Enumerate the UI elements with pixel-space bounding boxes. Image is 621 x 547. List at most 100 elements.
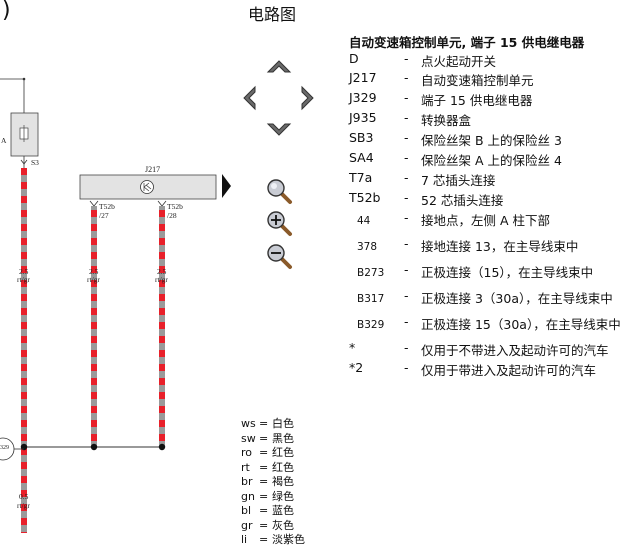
- color-code-item: br=褐色: [241, 473, 294, 489]
- connector-pin-28: [157, 200, 167, 207]
- connector-pin-27: [89, 200, 99, 207]
- zoom-in-icon[interactable]: [265, 209, 293, 237]
- legend-dash: -: [404, 70, 409, 85]
- color-equals: =: [259, 431, 269, 445]
- wiring-diagram: [0, 77, 217, 533]
- wire-color-label: rt/gr: [17, 275, 30, 284]
- color-equals: =: [259, 489, 269, 503]
- color-code-item: ws=白色: [241, 415, 294, 431]
- legend-description: 仅用于不带进入及起动许可的汽车: [421, 343, 609, 358]
- color-abbr: sw: [241, 431, 256, 445]
- legend-dash: -: [404, 150, 409, 165]
- legend-dash: -: [404, 90, 409, 105]
- clipped-symbol: ): [2, 0, 11, 23]
- wire-size-label: 2.5: [157, 267, 167, 276]
- pan-left-icon[interactable]: [240, 85, 258, 111]
- color-abbr: ro: [241, 446, 253, 459]
- wire-pin-28: [159, 206, 165, 446]
- legend-dash: -: [404, 340, 409, 355]
- legend-code: D: [349, 51, 359, 66]
- legend-description: 正极连接（15），在主导线束中: [421, 265, 594, 280]
- legend-code: T52b: [349, 190, 381, 205]
- legend-code: B273: [357, 267, 385, 279]
- color-name: 褐色: [272, 475, 294, 488]
- color-equals: =: [259, 460, 269, 474]
- color-code-item: rt =红色: [241, 459, 294, 475]
- legend-code: 378: [357, 241, 378, 253]
- color-abbr: rt: [241, 460, 250, 474]
- legend-description: 点火起动开关: [421, 54, 497, 69]
- legend-description: 端子 15 供电继电器: [421, 93, 533, 108]
- legend-code: J217: [349, 70, 377, 85]
- color-equals: =: [259, 417, 269, 430]
- legend-description: 7 芯插头连接: [421, 173, 496, 188]
- color-code-item: gr=灰色: [241, 517, 294, 533]
- legend-dash: -: [404, 314, 409, 329]
- wire-left: [21, 168, 27, 533]
- connector-right-pin: /28: [167, 211, 177, 220]
- color-abbr: li: [241, 533, 248, 546]
- legend-description: 转换器盒: [421, 113, 472, 128]
- color-name: 红色: [272, 446, 294, 459]
- legend-description: 正极连接 3（30a），在主导线束中: [421, 291, 613, 306]
- junction-dot: [22, 77, 26, 81]
- color-name: 淡紫色: [272, 533, 305, 546]
- fuse-side-label: A: [1, 136, 7, 145]
- legend-dash: -: [404, 130, 409, 145]
- wire-color-label: rt/gr: [155, 275, 168, 284]
- legend-dash: -: [404, 288, 409, 303]
- color-abbr: bl: [241, 504, 252, 517]
- color-equals: =: [259, 518, 269, 532]
- zoom-icon[interactable]: [265, 177, 293, 205]
- legend-dash: -: [404, 190, 409, 205]
- legend-description: 保险丝架 B 上的保险丝 3: [421, 133, 562, 148]
- bottom-wire-size-label: 0.5: [19, 492, 29, 501]
- color-name: 蓝色: [272, 504, 294, 517]
- next-page-arrow-icon[interactable]: [220, 173, 232, 199]
- color-name: 灰色: [272, 518, 294, 532]
- junction-dot: [90, 443, 98, 451]
- legend-description: 仅用于带进入及起动许可的汽车: [421, 363, 597, 378]
- pan-down-icon[interactable]: [266, 121, 292, 139]
- legend-dash: -: [404, 110, 409, 125]
- legend-heading: 自动变速箱控制单元, 端子 15 供电继电器: [349, 35, 585, 50]
- wire-size-label: 2.5: [89, 267, 99, 276]
- connector-left-pin: /27: [99, 211, 109, 220]
- legend-code: SA4: [349, 150, 374, 165]
- color-name: 红色: [272, 460, 294, 474]
- junction-dot: [158, 443, 166, 451]
- wire-pin-27: [91, 206, 97, 446]
- legend-code: J329: [349, 90, 377, 105]
- legend-description: 自动变速箱控制单元: [421, 73, 534, 88]
- color-name: 绿色: [272, 489, 294, 503]
- legend-description: 保险丝架 A 上的保险丝 4: [421, 153, 562, 168]
- page-title: 电路图: [248, 5, 297, 24]
- connection-circle-label: 329: [0, 445, 9, 451]
- pan-right-icon[interactable]: [299, 85, 317, 111]
- color-code-item: li=淡紫色: [241, 531, 305, 547]
- color-equals: =: [259, 504, 269, 517]
- legend-description: 接地连接 13，在主导线束中: [421, 239, 579, 254]
- color-code-item: bl =蓝色: [241, 502, 294, 518]
- color-code-item: gn =绿色: [241, 488, 294, 504]
- pan-up-icon[interactable]: [266, 57, 292, 75]
- color-code-item: sw=黑色: [241, 430, 294, 446]
- legend-description: 52 芯插头连接: [421, 193, 504, 208]
- color-abbr: gn: [241, 489, 255, 503]
- legend-code: B317: [357, 293, 385, 305]
- component-label: J217: [145, 165, 161, 174]
- legend-description: 正极连接 15（30a），在主导线束中: [421, 317, 621, 332]
- legend-code: T7a: [349, 170, 373, 185]
- connector-right-label: T52b: [167, 202, 183, 211]
- wire-color-label: rt/gr: [87, 275, 100, 284]
- legend-dash: -: [404, 262, 409, 277]
- color-name: 白色: [272, 417, 294, 430]
- legend-code: SB3: [349, 130, 374, 145]
- fuse-label: S3: [31, 158, 39, 167]
- zoom-out-icon[interactable]: [265, 242, 293, 270]
- color-abbr: br: [241, 475, 253, 488]
- control-unit-symbol: [140, 180, 154, 194]
- color-code-item: ro=红色: [241, 444, 294, 460]
- legend-dash: -: [404, 360, 409, 375]
- junction-dot: [20, 443, 28, 451]
